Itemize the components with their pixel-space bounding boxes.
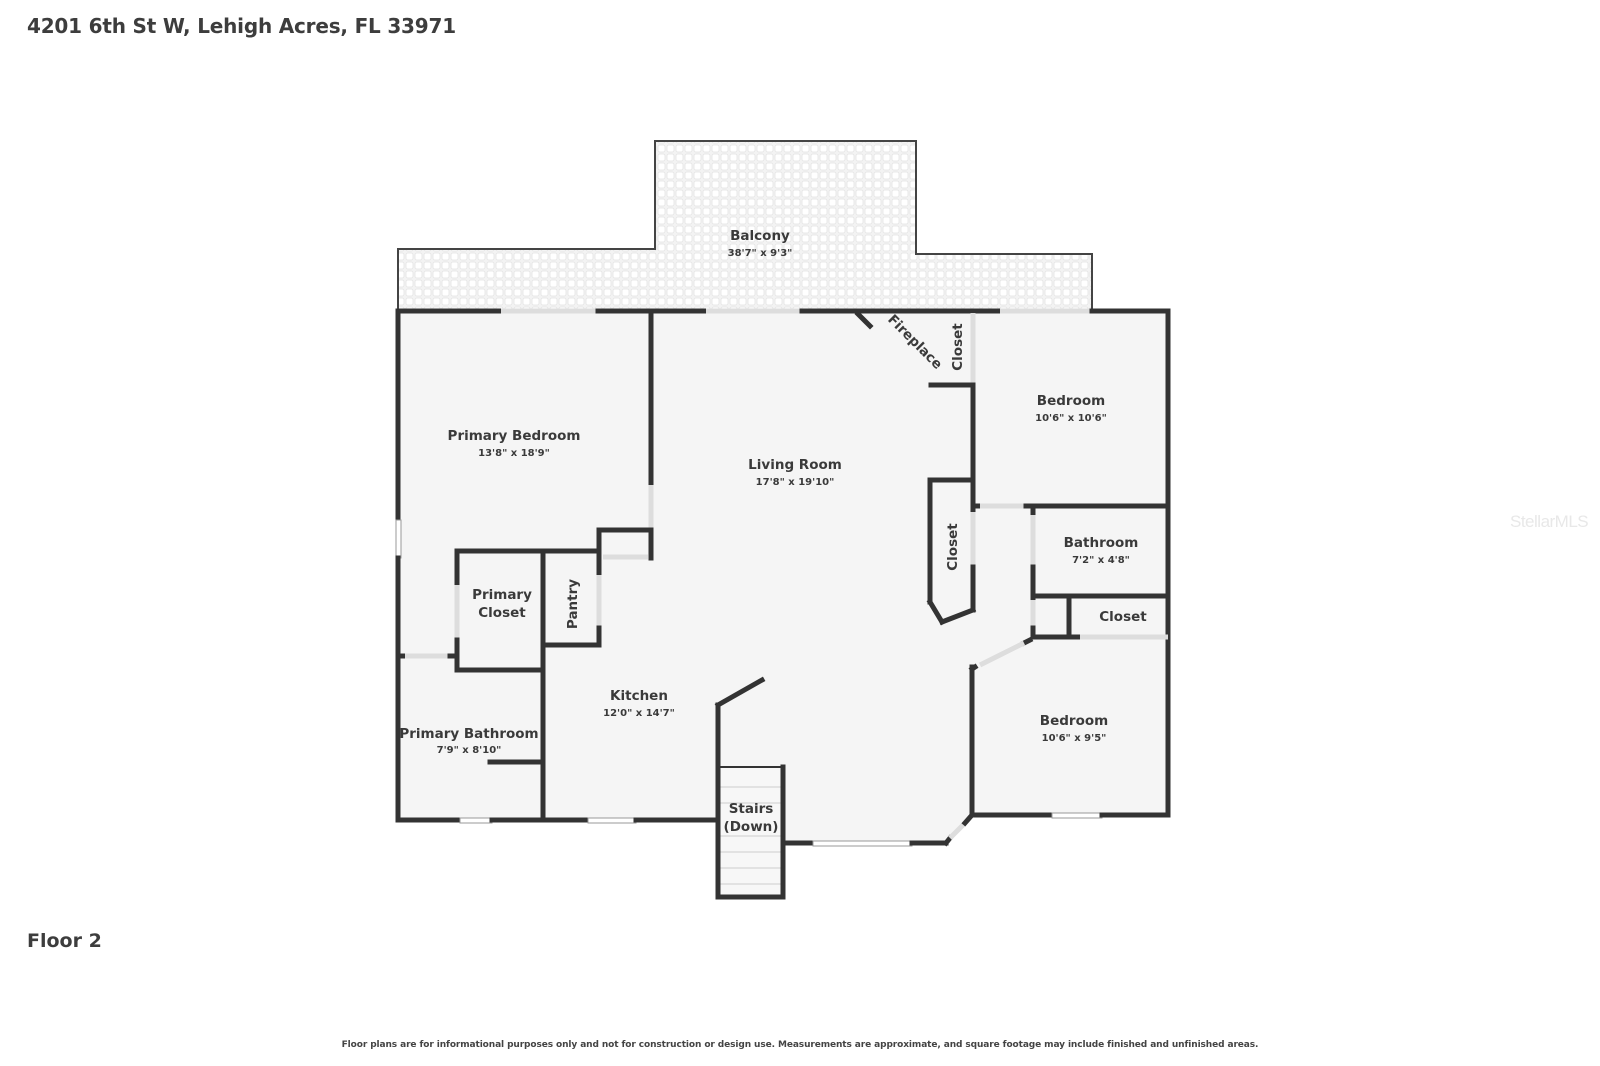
balcony-area (397, 140, 1093, 312)
watermark-logo: StellarMLS (1510, 512, 1589, 531)
room-label-kitchen: Kitchen 12'0" x 14'7" (603, 688, 675, 719)
svg-text:Closet: Closet (1099, 609, 1147, 625)
svg-text:10'6" x 10'6": 10'6" x 10'6" (1035, 413, 1107, 424)
room-label-balcony: Balcony 38'7" x 9'3" (728, 228, 793, 259)
svg-text:Primary: Primary (472, 587, 532, 603)
svg-text:7'2" x 4'8": 7'2" x 4'8" (1072, 555, 1130, 566)
room-label-primary-bathroom: Primary Bathroom 7'9" x 8'10" (399, 726, 538, 756)
room-label-living-room: Living Room 17'8" x 19'10" (748, 457, 842, 488)
svg-text:38'7" x 9'3": 38'7" x 9'3" (728, 248, 793, 259)
svg-text:12'0" x 14'7": 12'0" x 14'7" (603, 708, 675, 719)
svg-text:Primary Bedroom: Primary Bedroom (448, 428, 581, 444)
room-label-bedroom-top: Bedroom 10'6" x 10'6" (1035, 393, 1107, 424)
svg-text:Closet: Closet (950, 323, 966, 371)
room-label-bathroom: Bathroom 7'2" x 4'8" (1064, 535, 1139, 566)
svg-text:10'6" x 9'5": 10'6" x 9'5" (1042, 733, 1107, 744)
svg-text:Primary Bathroom: Primary Bathroom (399, 726, 538, 742)
svg-text:Stairs: Stairs (729, 801, 774, 817)
exterior-walls (395, 308, 1171, 900)
svg-text:Closet: Closet (945, 523, 961, 571)
svg-text:7'9" x 8'10": 7'9" x 8'10" (437, 745, 502, 756)
room-label-closet-top: Closet (950, 323, 966, 371)
stairs-treads (720, 766, 783, 897)
svg-text:Bedroom: Bedroom (1040, 713, 1108, 729)
room-label-closet-living: Closet (945, 523, 961, 571)
svg-text:(Down): (Down) (724, 819, 779, 835)
svg-text:Balcony: Balcony (730, 228, 790, 244)
disclaimer-text: Floor plans are for informational purpos… (341, 1040, 1259, 1050)
svg-text:Pantry: Pantry (565, 579, 581, 629)
svg-text:Bedroom: Bedroom (1037, 393, 1105, 409)
svg-text:17'8" x 19'10": 17'8" x 19'10" (756, 477, 835, 488)
room-label-pantry: Pantry (565, 579, 581, 629)
property-address: 4201 6th St W, Lehigh Acres, FL 33971 (27, 14, 456, 38)
room-label-stairs: Stairs (Down) (724, 801, 779, 835)
room-label-primary-closet: Primary Closet (472, 587, 532, 621)
svg-text:Closet: Closet (478, 605, 526, 621)
room-label-bedroom-bottom: Bedroom 10'6" x 9'5" (1040, 713, 1108, 744)
svg-text:Kitchen: Kitchen (610, 688, 668, 704)
svg-text:13'8" x 18'9": 13'8" x 18'9" (478, 448, 550, 459)
svg-text:Living Room: Living Room (748, 457, 842, 473)
svg-text:Bathroom: Bathroom (1064, 535, 1139, 551)
interior-walls (395, 308, 1171, 823)
room-label-primary-bedroom: Primary Bedroom 13'8" x 18'9" (448, 428, 581, 459)
floor-label: Floor 2 (27, 930, 102, 952)
room-label-closet-right: Closet (1099, 609, 1147, 625)
